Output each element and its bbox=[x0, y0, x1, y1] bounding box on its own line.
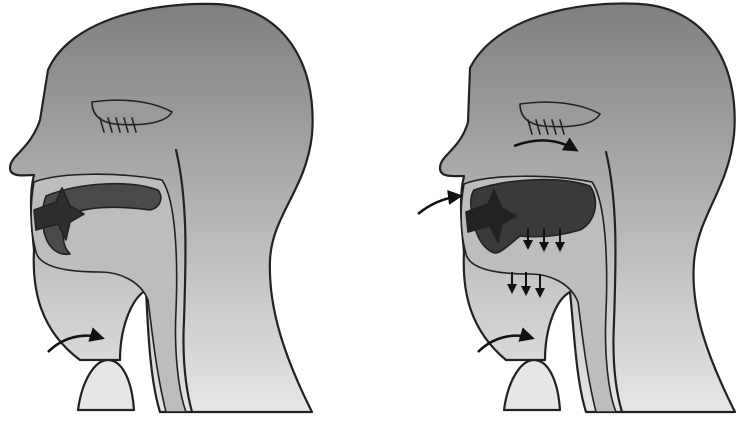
left-panel-resting-airflow bbox=[10, 4, 313, 412]
left-larynx-bump bbox=[78, 360, 134, 410]
right-larynx-bump bbox=[504, 360, 560, 410]
right-mouth-entry-arrow bbox=[418, 196, 460, 214]
right-panel-swallow-airflow bbox=[418, 3, 735, 412]
